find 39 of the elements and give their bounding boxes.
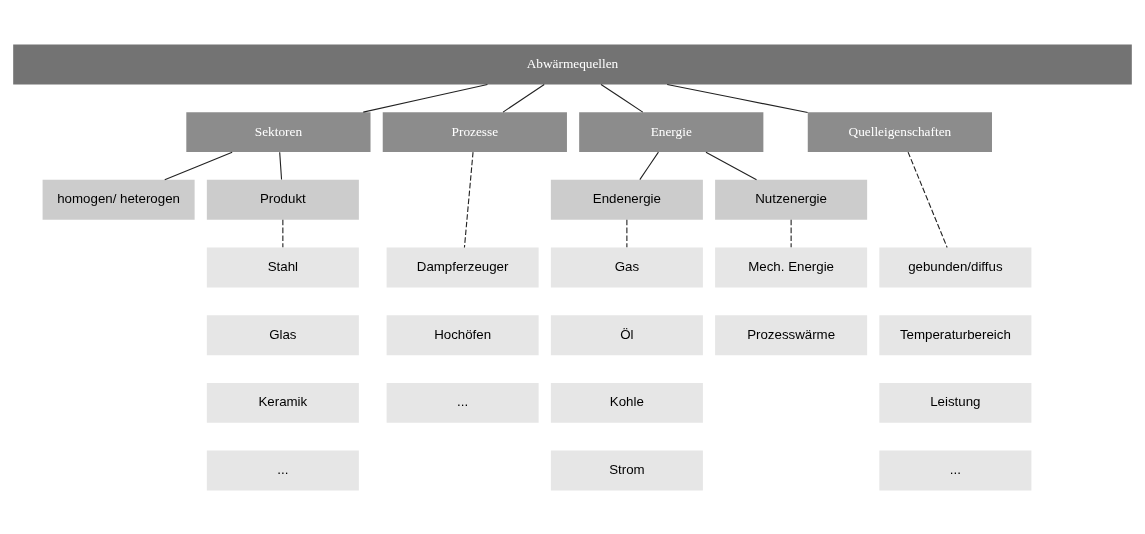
connector [705,151,758,180]
node-box: Temperaturbereich [879,314,1032,355]
node-box: Keramik [206,382,359,423]
connector [362,83,488,113]
connector [790,218,792,248]
node-box: Prozesse [382,111,567,152]
node-box: Leistung [879,382,1032,423]
node-box: gebunden/diffus [879,247,1032,287]
connector [164,151,233,180]
node-box: Produkt [206,179,359,220]
node-box: Endenergie [550,179,703,220]
node-box: Stahl [206,247,359,287]
node-box: Energie [579,111,764,152]
connector [463,151,474,248]
connector [502,83,545,113]
connector [907,151,948,248]
connector [282,218,284,248]
node-box: Prozesswärme [715,314,868,355]
node-box: Gas [550,247,703,287]
node-box: Mech. Energie [715,247,868,287]
node-box: Glas [206,314,359,355]
node-box: Hochöfen [386,314,539,355]
node-box: Abwärmequellen [13,43,1132,84]
node-box: Öl [550,314,703,355]
node-box: homogen/ heterogen [42,179,195,220]
node-box: Dampferzeuger [386,247,539,287]
connector [600,83,644,113]
node-box: ... [386,382,539,423]
node-box: Kohle [550,382,703,423]
node-box: Quelleigenschaften [807,111,992,152]
connector [279,151,283,180]
node-box: Sektoren [186,111,371,152]
node-box: ... [206,450,359,491]
connector [639,151,659,180]
node-box: Nutzenergie [715,179,868,220]
connector [626,218,628,248]
connector [666,83,809,113]
node-box: ... [879,450,1032,491]
node-box: Strom [550,450,703,491]
